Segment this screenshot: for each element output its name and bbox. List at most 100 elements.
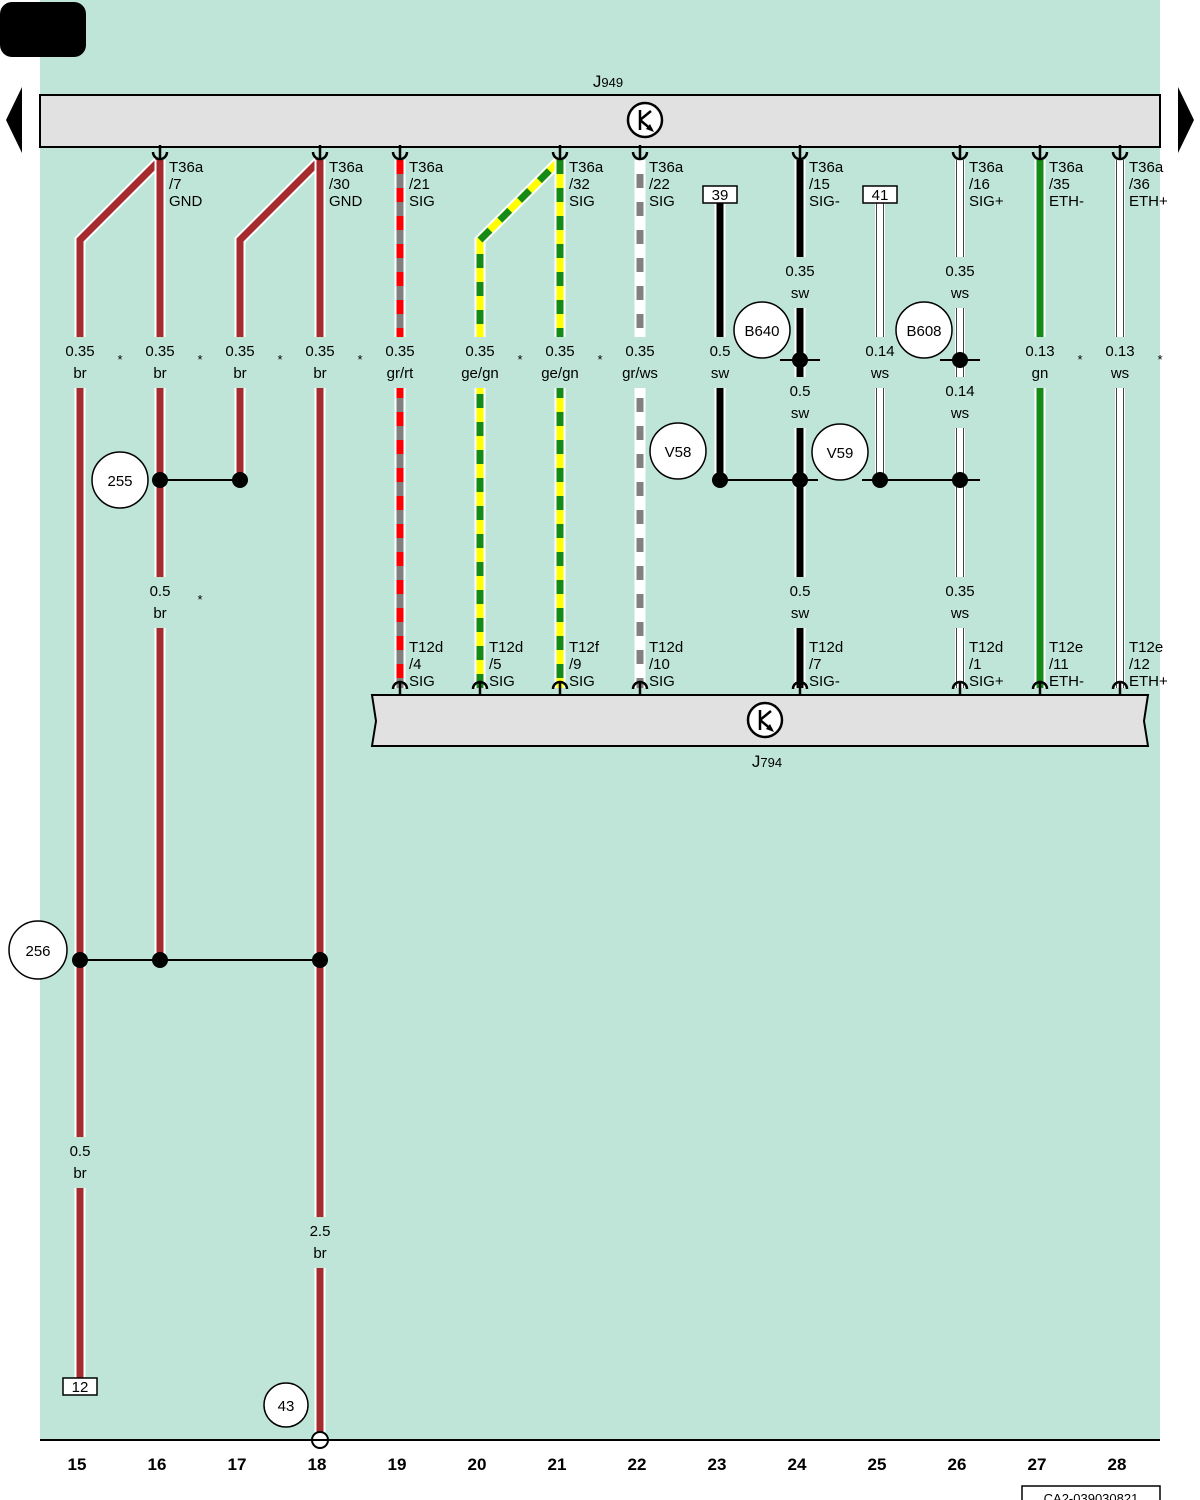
asterisk-mark: * xyxy=(117,352,122,367)
asterisk-mark: * xyxy=(597,352,602,367)
pin-connector xyxy=(471,680,489,696)
next-page-arrow[interactable] xyxy=(1178,87,1194,153)
wire-size-label: 0.35 xyxy=(65,343,94,360)
label-gap xyxy=(308,337,332,388)
top-component-sub: 949 xyxy=(601,75,623,90)
wire-size-label: 0.5 xyxy=(710,343,731,360)
asterisk-mark: * xyxy=(517,352,522,367)
column-number: 26 xyxy=(948,1455,967,1474)
asterisk-mark: * xyxy=(357,352,362,367)
circle-ref-256[interactable]: 256 xyxy=(8,920,68,980)
wire-size-label: 0.35 xyxy=(625,343,654,360)
wire xyxy=(74,156,164,1378)
pin-connector xyxy=(791,680,809,696)
column-number: 21 xyxy=(548,1455,567,1474)
svg-text:B640: B640 xyxy=(744,323,779,340)
top-component-label: J949 xyxy=(593,72,623,91)
wire-color-label: ws xyxy=(1110,365,1129,382)
column-number: 27 xyxy=(1028,1455,1047,1474)
circle-ref-43[interactable]: 43 xyxy=(263,1382,309,1428)
pin-connector xyxy=(951,680,969,696)
circle-ref-255[interactable]: 255 xyxy=(91,451,149,509)
wire-color-label: ws xyxy=(950,605,969,622)
pin-connector xyxy=(791,145,809,161)
pin-connector xyxy=(951,145,969,161)
label-gap xyxy=(948,377,972,428)
junction-node xyxy=(152,952,168,968)
previous-page-arrow[interactable] xyxy=(6,87,22,153)
wire-size-label: 0.5 xyxy=(790,383,811,400)
svg-text:B608: B608 xyxy=(906,323,941,340)
junction-node xyxy=(312,952,328,968)
label-gap xyxy=(308,1217,332,1268)
label-gap xyxy=(788,577,812,628)
wire-size-label: 0.35 xyxy=(945,583,974,600)
bottom-component-name: J xyxy=(752,752,761,771)
wire-size-label: 2.5 xyxy=(310,1223,331,1240)
pin-connector xyxy=(1031,145,1049,161)
circle-ref-V58[interactable]: V58 xyxy=(649,422,707,480)
wire-color-label: gr/ws xyxy=(622,365,658,382)
junction-node xyxy=(792,352,808,368)
box-ref-41[interactable]: 41 xyxy=(862,185,898,204)
page-tab xyxy=(0,2,86,57)
junction-node xyxy=(952,352,968,368)
pin-connector xyxy=(391,145,409,161)
label-gap xyxy=(148,577,172,628)
label-gap xyxy=(1028,337,1052,388)
wire-color-label: br xyxy=(313,1245,326,1262)
wires xyxy=(68,156,1132,1432)
junction-node xyxy=(232,472,248,488)
pin-connector xyxy=(1111,145,1129,161)
label-gap xyxy=(708,337,732,388)
circle-ref-B640[interactable]: B640 xyxy=(733,301,791,359)
column-number: 23 xyxy=(708,1455,727,1474)
svg-text:V58: V58 xyxy=(665,444,692,461)
wire-color-label: br xyxy=(153,605,166,622)
wire-size-label: 0.13 xyxy=(1025,343,1054,360)
label-gap xyxy=(228,337,252,388)
wire-color-label: sw xyxy=(791,605,810,622)
connections xyxy=(72,145,1129,968)
pin-connector xyxy=(551,145,569,161)
footer-code-box xyxy=(1021,1485,1161,1500)
wire-color-label: br xyxy=(233,365,246,382)
column-number: 25 xyxy=(868,1455,887,1474)
label-gap xyxy=(868,337,892,388)
asterisk-mark: * xyxy=(197,352,202,367)
pin-connector xyxy=(1031,680,1049,696)
junction-node xyxy=(72,952,88,968)
column-number: 15 xyxy=(68,1455,87,1474)
wire-size-label: 0.5 xyxy=(150,583,171,600)
pin-connector xyxy=(151,145,169,161)
box-ref-39[interactable]: 39 xyxy=(702,185,738,204)
junction-node xyxy=(952,472,968,488)
asterisk-mark: * xyxy=(197,592,202,607)
circle-ref-B608[interactable]: B608 xyxy=(895,301,953,359)
label-gap xyxy=(388,337,412,388)
asterisk-mark: * xyxy=(1077,352,1082,367)
circle-ref-V59[interactable]: V59 xyxy=(811,423,869,481)
box-ref-12[interactable]: 12 xyxy=(62,1377,98,1396)
wire-color-label: br xyxy=(73,365,86,382)
svg-text:41: 41 xyxy=(872,187,889,204)
asterisk-mark: * xyxy=(277,352,282,367)
wire-color-label: br xyxy=(153,365,166,382)
label-gap xyxy=(548,337,572,388)
column-number: 20 xyxy=(468,1455,487,1474)
wire-size-label: 0.5 xyxy=(790,583,811,600)
wire xyxy=(234,156,324,480)
junction-node xyxy=(792,472,808,488)
bottom-component-sub: 794 xyxy=(760,755,782,770)
